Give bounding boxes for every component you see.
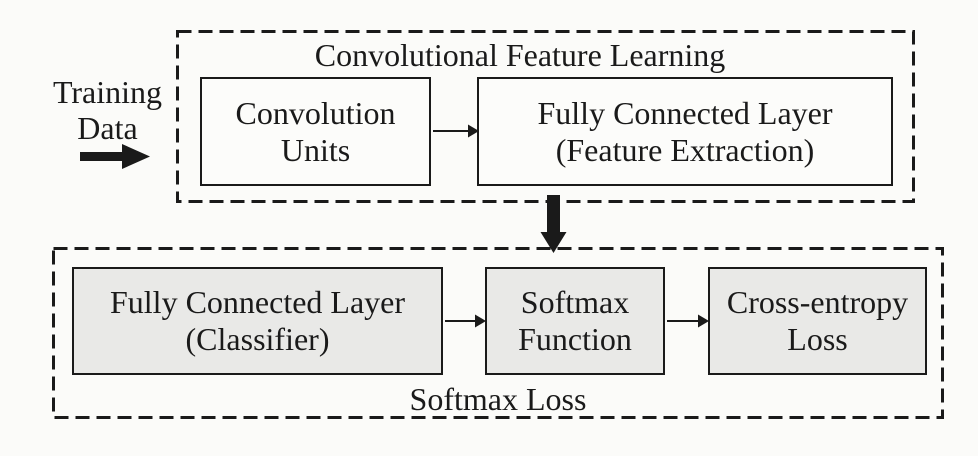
node-label-line: Fully Connected Layer (109, 284, 406, 320)
softmax-loss-group-border (52, 247, 944, 419)
convolution-units-node: Convolution Units (200, 77, 431, 186)
node-label-line: Convolution (235, 94, 396, 131)
feature-to-softmax-loss-arrow (540, 195, 567, 253)
node-label-line: Softmax (520, 284, 630, 320)
conv-feature-learning-title: Convolutional Feature Learning (314, 37, 726, 73)
fc-feature-extraction-node: Fully Connected Layer (Feature Extractio… (477, 77, 893, 186)
node-label-line: Units (280, 131, 351, 168)
conv-feature-learning-group-border (176, 30, 915, 203)
node-label-line: Function (518, 321, 632, 357)
node-label-line: Loss (787, 321, 848, 357)
softmax-to-loss-arrow-head (698, 314, 709, 328)
training-data-label-line: Training (52, 74, 163, 110)
softmax-function-node: Softmax Function (485, 267, 665, 375)
training-data-arrow (80, 144, 150, 169)
training-data-label-line: Data (77, 110, 138, 146)
softmax-loss-title: Softmax Loss (409, 381, 587, 417)
node-label-line: Cross-entropy (726, 284, 909, 320)
fc-classifier-node: Fully Connected Layer (Classifier) (72, 267, 443, 375)
classifier-to-softmax-arrow-head (475, 314, 486, 328)
node-label-line: (Feature Extraction) (555, 131, 815, 168)
node-label-line: Fully Connected Layer (537, 94, 833, 131)
training-data-label: Training Data (40, 74, 175, 146)
node-label-line: (Classifier) (185, 321, 330, 357)
conv-to-fc-arrow-head (468, 124, 479, 138)
cross-entropy-loss-node: Cross-entropy Loss (708, 267, 927, 375)
